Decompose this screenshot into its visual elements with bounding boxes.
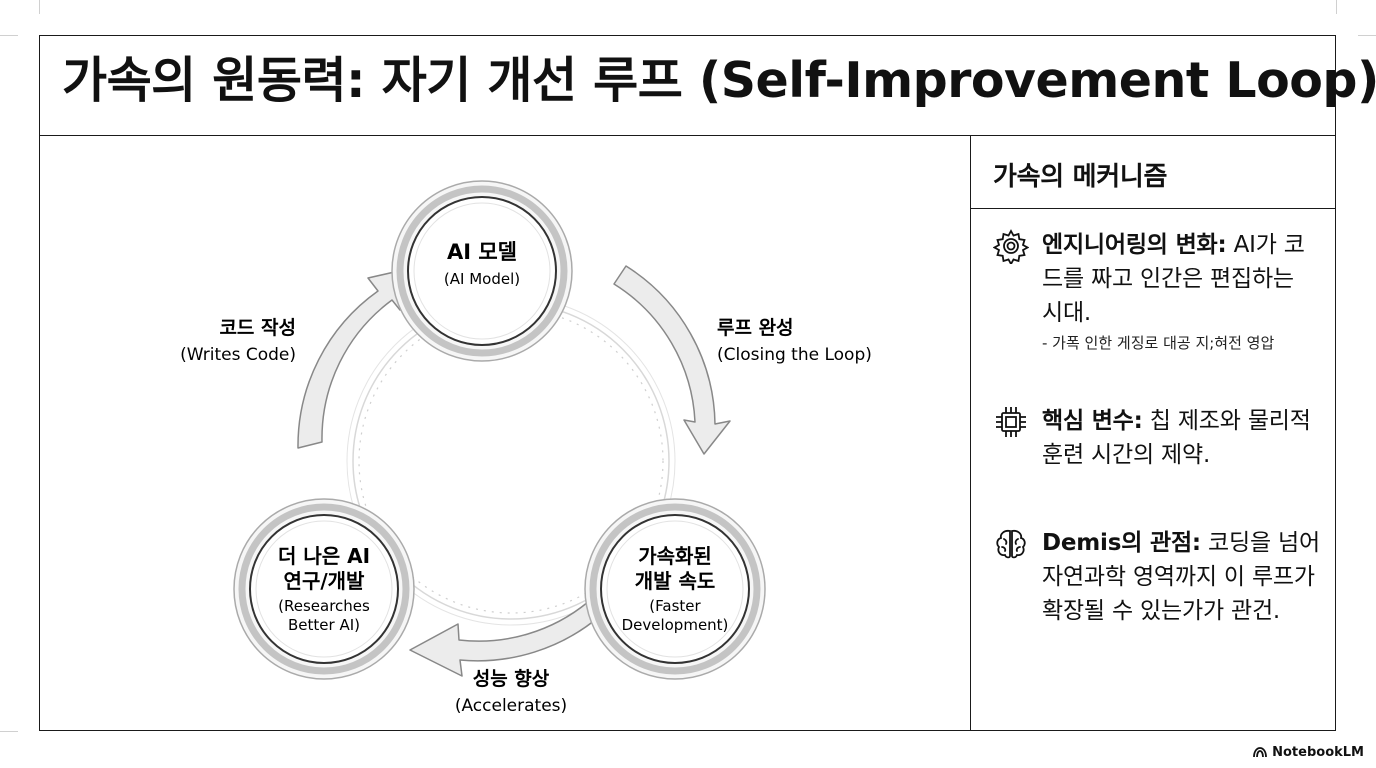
label-accelerates-en: (Accelerates) [455, 696, 567, 716]
mechanism-demis-label: Demis의 관점: [1042, 530, 1201, 556]
mechanism-demis-text: Demis의 관점: 코딩을 넘어 자연과학 영역까지 이 루프가 확장될 수 … [1042, 526, 1323, 628]
mechanism-demis-line2: 자연과학 영역까지 이 루프가 [1042, 564, 1315, 590]
slide-frame: 가속의 원동력: 자기 개선 루프 (Self-Improvement Loop… [39, 35, 1376, 731]
mechanism-demis-line3: 확장될 수 있는가가 관건. [1042, 598, 1281, 624]
node-faster-line1: 가속화된 [638, 544, 712, 568]
label-closing-loop-ko: 루프 완성 [717, 317, 794, 339]
mechanism-demis-line1: 코딩을 넘어 [1200, 530, 1320, 556]
mechanism-variables-label: 핵심 변수: [1042, 408, 1143, 434]
gear-icon [993, 229, 1029, 264]
brand-footer: NotebookLM [1253, 745, 1364, 760]
node-ai-model-title: AI 모델 [447, 240, 517, 264]
mechanism-variables-line1: 칩 제조와 물리적 [1142, 408, 1311, 434]
mechanism-engineering-text: 엔지니어링의 변화: AI가 코 드를 짜고 인간은 편집하는 시대. [1042, 228, 1323, 330]
arrow-accelerates [409, 601, 601, 677]
mechanism-panel: 가속의 메커니즘 엔지니어링의 변화: AI가 코 드를 짜고 인간은 편집하는… [970, 136, 1335, 730]
loop-diagram-svg: AI 모델 (AI Model) 가속화된 개발 속도 (Faster Deve… [180, 180, 872, 716]
mechanism-variables-text: 핵심 변수: 칩 제조와 물리적 훈련 시간의 제약. [1042, 404, 1323, 472]
node-better-line2: 연구/개발 [284, 569, 366, 593]
node-faster-line2: 개발 속도 [635, 569, 716, 593]
brain-icon [996, 529, 1026, 559]
corner-mark [39, 0, 40, 14]
mechanism-engineering-line1: AI가 코 [1226, 232, 1305, 258]
chip-icon [996, 407, 1026, 437]
panel-heading: 가속의 메커니즘 [971, 136, 1335, 209]
node-better-line4: Better AI) [288, 616, 360, 634]
mechanism-variables-line2: 훈련 시간의 제약. [1042, 442, 1211, 468]
node-faster-line4: Development) [622, 616, 729, 634]
corner-mark [1358, 35, 1376, 36]
node-better-ai: 더 나은 AI 연구/개발 (Researches Better AI) [233, 498, 415, 680]
arrow-closing-loop [613, 265, 731, 455]
node-faster-line3: (Faster [649, 597, 701, 615]
node-better-line3: (Researches [278, 597, 370, 615]
title-bar: 가속의 원동력: 자기 개선 루프 (Self-Improvement Loop… [40, 36, 1376, 136]
corner-mark [0, 731, 18, 732]
mechanism-item-demis: Demis의 관점: 코딩을 넘어 자연과학 영역까지 이 루프가 확장될 수 … [993, 526, 1323, 628]
node-faster-development: 가속화된 개발 속도 (Faster Development) [584, 498, 766, 680]
node-ai-model: AI 모델 (AI Model) [391, 180, 573, 362]
mechanism-engineering-label: 엔지니어링의 변화: [1042, 232, 1227, 258]
mechanism-item-engineering: 엔지니어링의 변화: AI가 코 드를 짜고 인간은 편집하는 시대. - 가폭… [993, 228, 1323, 353]
mechanism-engineering-sub: - 가폭 인한 게징로 대공 지;혀전 영압 [1042, 334, 1275, 352]
mechanism-engineering-line2: 드를 짜고 인간은 편집하는 [1042, 266, 1294, 292]
corner-mark [0, 35, 18, 36]
loop-diagram: AI 모델 (AI Model) 가속화된 개발 속도 (Faster Deve… [40, 136, 970, 730]
label-closing-loop-en: (Closing the Loop) [717, 345, 872, 365]
label-writes-code-ko: 코드 작성 [219, 317, 296, 339]
mechanism-item-variables: 핵심 변수: 칩 제조와 물리적 훈련 시간의 제약. [993, 404, 1323, 472]
label-writes-code-en: (Writes Code) [180, 345, 296, 365]
node-ai-model-sub: (AI Model) [444, 270, 520, 288]
brand-name: NotebookLM [1272, 745, 1364, 760]
notebooklm-logo-icon [1253, 747, 1268, 758]
corner-mark [1336, 0, 1337, 14]
label-accelerates-ko: 성능 향상 [473, 668, 550, 690]
node-better-line1: 더 나은 AI [278, 544, 370, 568]
page-title: 가속의 원동력: 자기 개선 루프 (Self-Improvement Loop… [62, 52, 1376, 109]
mechanism-engineering-line3: 시대. [1042, 300, 1092, 326]
